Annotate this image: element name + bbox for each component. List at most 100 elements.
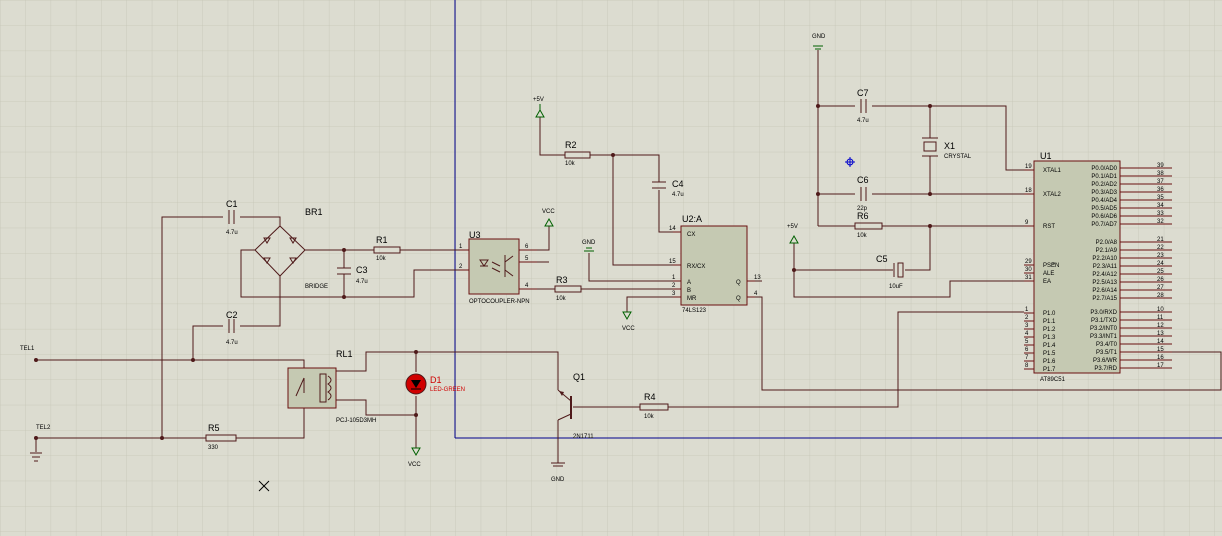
svg-text:BR1: BR1 [305,207,323,217]
u1-pin-label: P0.3/AD3 [1091,190,1117,196]
svg-text:R1: R1 [376,235,388,245]
svg-text:LED-GREEN: LED-GREEN [430,387,465,393]
svg-text:VCC: VCC [542,209,555,215]
svg-text:14: 14 [669,226,676,232]
u1-pin-number: 22 [1157,245,1164,251]
u1-pin-label: P0.6/AD6 [1091,214,1117,220]
u1-pin-label: P0.4/AD4 [1091,198,1117,204]
svg-text:RL1: RL1 [336,349,353,359]
u1-pin-number: 31 [1025,275,1032,281]
origin-marker-icon [845,157,855,167]
vcc-terminal-led[interactable]: VCC [408,447,421,468]
resistor-r6[interactable]: R6 10k [854,211,883,239]
svg-text:C7: C7 [857,88,869,98]
microcontroller-u1[interactable]: U1 AT89C51 19XTAL118XTAL29RST29PSEN30ALE… [1024,151,1172,383]
led-d1[interactable]: D1 LED-GREEN [405,373,465,395]
monostable-u2a[interactable]: CX RX/CX A B MR Q Q 14 15 1 2 3 13 4 U2:… [669,214,761,314]
svg-text:+5V: +5V [533,97,544,103]
svg-text:R4: R4 [644,392,656,402]
svg-text:GND: GND [812,34,826,40]
resistor-r5[interactable]: R5 330 [205,423,237,451]
capacitor-c4[interactable]: C4 4.7u [652,179,684,198]
u1-pin-label: P1.4 [1043,343,1056,349]
u1-pin-label: P3.5/T1 [1096,350,1118,356]
gnd-terminal-top[interactable]: GND [812,34,826,50]
svg-text:TEL2: TEL2 [36,425,51,431]
svg-text:Q: Q [736,296,741,302]
resistor-r2[interactable]: R2 10k [564,140,591,167]
svg-text:PCJ-105D3MH: PCJ-105D3MH [336,418,376,424]
capacitor-c5[interactable]: C5 10uF [876,254,904,290]
cursor-cross-icon [258,480,270,492]
svg-text:CRYSTAL: CRYSTAL [944,154,972,160]
capacitor-c6[interactable]: C6 22p [857,175,869,212]
u1-pin-label: P3.2/INT0 [1090,326,1118,332]
svg-text:1: 1 [459,244,463,250]
svg-text:4.7u: 4.7u [672,192,684,198]
u1-pin-label: P0.0/AD0 [1091,166,1117,172]
svg-text:C5: C5 [876,254,888,264]
u1-pin-number: 39 [1157,163,1164,169]
u1-pin-number: 3 [1025,323,1029,329]
u1-pin-label: P2.0/A8 [1096,240,1118,246]
capacitor-c3[interactable]: C3 4.7u [337,265,368,285]
svg-text:A: A [687,280,691,286]
transistor-q1[interactable]: Q1 2N1711 [557,372,594,440]
u1-pin-label: P0.1/AD1 [1091,174,1117,180]
u1-pin-number: 29 [1025,259,1032,265]
vcc-terminal-mr[interactable]: VCC [622,311,635,332]
u1-pin-label: P1.0 [1043,311,1056,317]
svg-text:4: 4 [754,291,758,297]
resistor-r1[interactable]: R1 10k [373,235,401,262]
u1-pin-label: XTAL2 [1043,192,1062,198]
svg-text:10uF: 10uF [889,284,903,290]
junction-dots [34,104,932,440]
svg-text:U3: U3 [469,230,481,240]
u1-pin-number: 15 [1157,347,1164,353]
u1-pin-number: 8 [1025,363,1029,369]
vcc-terminal-u3[interactable]: VCC [542,209,555,227]
u1-pin-label: P2.1/A9 [1096,248,1118,254]
tel2-terminal[interactable]: TEL2 [30,425,51,462]
u1-pin-label: P1.1 [1043,319,1056,325]
optocoupler-u3[interactable]: 1 2 6 5 4 U3 OPTOCOUPLER-NPN [459,230,537,305]
u1-pin-label: P2.6/A14 [1092,288,1117,294]
svg-text:TEL1: TEL1 [20,346,35,352]
capacitor-c1[interactable]: C1 4.7u [226,199,238,236]
u1-pin-label: P3.4/T0 [1096,342,1118,348]
crystal-x1[interactable]: X1 CRYSTAL [922,137,972,160]
svg-text:U1: U1 [1040,151,1052,161]
power-5v-terminal-r2[interactable]: +5V [533,97,545,118]
svg-text:MR: MR [687,296,697,302]
relay-rl1[interactable]: RL1 PCJ-105D3MH [287,349,376,424]
resistor-r3[interactable]: R3 10k [554,275,582,302]
u1-pin-label: P0.5/AD5 [1091,206,1117,212]
svg-text:C1: C1 [226,199,238,209]
gnd-terminal-q1[interactable]: GND [551,462,565,483]
svg-text:5: 5 [525,256,529,262]
svg-text:10k: 10k [556,296,567,302]
svg-text:3: 3 [672,291,676,297]
ground-symbol-tel2 [30,452,42,462]
capacitor-c2[interactable]: C2 4.7u [226,310,238,346]
capacitor-c7[interactable]: C7 4.7u [857,88,869,124]
u1-pin-number: 2 [1025,315,1029,321]
u1-pin-label: PSEN [1043,263,1059,269]
u1-pin-number: 9 [1025,220,1029,226]
power-5v-terminal-c5[interactable]: +5V [787,224,799,244]
svg-text:VCC: VCC [408,462,421,468]
u1-pin-number: 17 [1157,363,1164,369]
svg-text:X1: X1 [944,141,955,151]
resistor-r4[interactable]: R4 10k [639,392,669,420]
tel1-terminal[interactable]: TEL1 [20,346,35,352]
gnd-terminal-u2[interactable]: GND [582,240,596,252]
svg-text:R3: R3 [556,275,568,285]
bridge-rectifier-br1[interactable]: BR1 BRIDGE [254,207,328,290]
svg-text:4.7u: 4.7u [226,230,238,236]
svg-text:330: 330 [208,445,219,451]
u1-pin-number: 21 [1157,237,1164,243]
svg-text:VCC: VCC [622,326,635,332]
svg-text:4.7u: 4.7u [226,340,238,346]
